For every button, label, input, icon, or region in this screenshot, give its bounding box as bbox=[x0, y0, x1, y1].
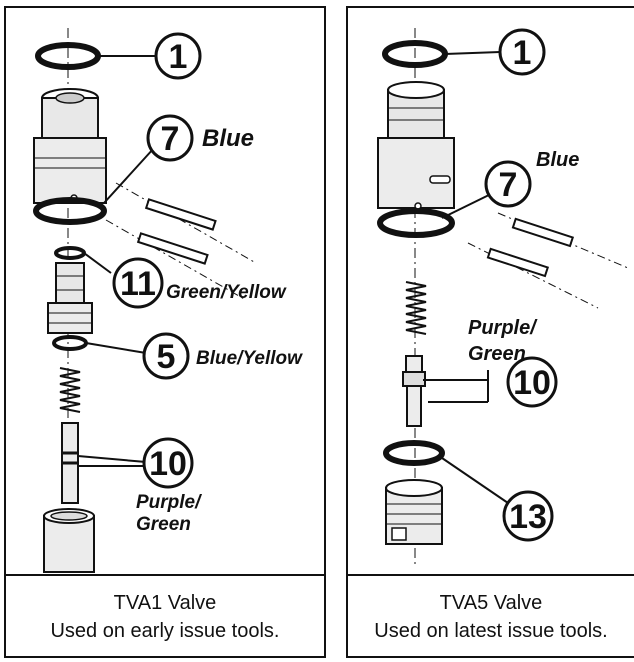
valve-stem bbox=[61, 422, 79, 504]
callout-number-11: 11 bbox=[120, 265, 156, 303]
leader-line-10a bbox=[77, 455, 147, 463]
callout-number-1: 1 bbox=[169, 38, 188, 76]
o-ring-11 bbox=[54, 246, 86, 260]
valve-cartridge bbox=[47, 262, 93, 334]
callout-circle-1 bbox=[154, 32, 202, 80]
leader-line-13 bbox=[441, 457, 509, 504]
leader-line-7 bbox=[441, 192, 494, 219]
tva1-panel: 1 7 Blue 11 Green/Yellow bbox=[4, 6, 326, 658]
valve-stem bbox=[402, 355, 426, 427]
spring bbox=[59, 367, 81, 413]
callout-circle-10 bbox=[142, 437, 194, 489]
callout-circle-10 bbox=[506, 356, 558, 408]
callout-circle-13 bbox=[502, 490, 554, 542]
callout-number-5: 5 bbox=[157, 338, 176, 376]
bottom-sleeve bbox=[43, 508, 95, 573]
callout-number-1: 1 bbox=[513, 34, 532, 72]
tva1-caption-title: TVA1 Valve bbox=[113, 592, 217, 614]
tva1-caption: TVA1 Valve Used on early issue tools. bbox=[6, 574, 324, 656]
color-label-5: Blue/Yellow bbox=[196, 348, 303, 369]
o-ring-13 bbox=[383, 440, 445, 466]
spring bbox=[405, 281, 427, 335]
o-ring-7 bbox=[33, 197, 107, 225]
bottom-adapter bbox=[385, 479, 443, 545]
o-ring-7 bbox=[377, 208, 455, 238]
callout-number-10: 10 bbox=[149, 445, 187, 483]
color-label-7: Blue bbox=[536, 149, 579, 171]
o-ring-5 bbox=[52, 335, 88, 351]
callout-number-13: 13 bbox=[509, 498, 547, 536]
callout-circle-11 bbox=[112, 257, 164, 309]
tva1-caption-subtitle: Used on early issue tools. bbox=[50, 620, 280, 642]
callout-circle-1 bbox=[498, 28, 546, 76]
roll-pins bbox=[467, 212, 629, 309]
callout-circle-7 bbox=[484, 160, 532, 208]
callout-number-10: 10 bbox=[513, 364, 551, 402]
valve-body bbox=[377, 81, 455, 210]
leader-line-1 bbox=[444, 51, 501, 55]
tva5-caption-title: TVA5 Valve bbox=[439, 592, 543, 614]
leader-line-11 bbox=[83, 252, 112, 274]
color-label-10-line2: Green bbox=[468, 343, 526, 365]
color-label-11: Green/Yellow bbox=[166, 282, 287, 303]
tva5-exploded-diagram: 1 7 Blue bbox=[377, 28, 629, 568]
tva5-caption-subtitle: Used on latest issue tools. bbox=[374, 620, 608, 642]
color-label-7: Blue bbox=[202, 125, 254, 152]
leader-line-7 bbox=[103, 147, 155, 204]
roll-pins bbox=[105, 182, 257, 301]
callout-number-7: 7 bbox=[499, 166, 518, 204]
tva5-caption: TVA5 Valve Used on latest issue tools. bbox=[348, 574, 634, 656]
callout-circle-7 bbox=[146, 114, 194, 162]
valve-body bbox=[33, 88, 107, 204]
color-label-10-line1: Purple/ bbox=[468, 317, 538, 339]
tva1-exploded-diagram: 1 7 Blue 11 Green/Yellow bbox=[33, 28, 303, 573]
tva5-panel: 1 7 Blue bbox=[346, 6, 634, 658]
leader-line-5 bbox=[85, 342, 147, 354]
callout-circle-5 bbox=[142, 332, 190, 380]
callout-number-7: 7 bbox=[161, 120, 180, 158]
color-label-10-line1: Purple/ bbox=[136, 492, 202, 513]
color-label-10-line2: Green bbox=[136, 514, 191, 535]
